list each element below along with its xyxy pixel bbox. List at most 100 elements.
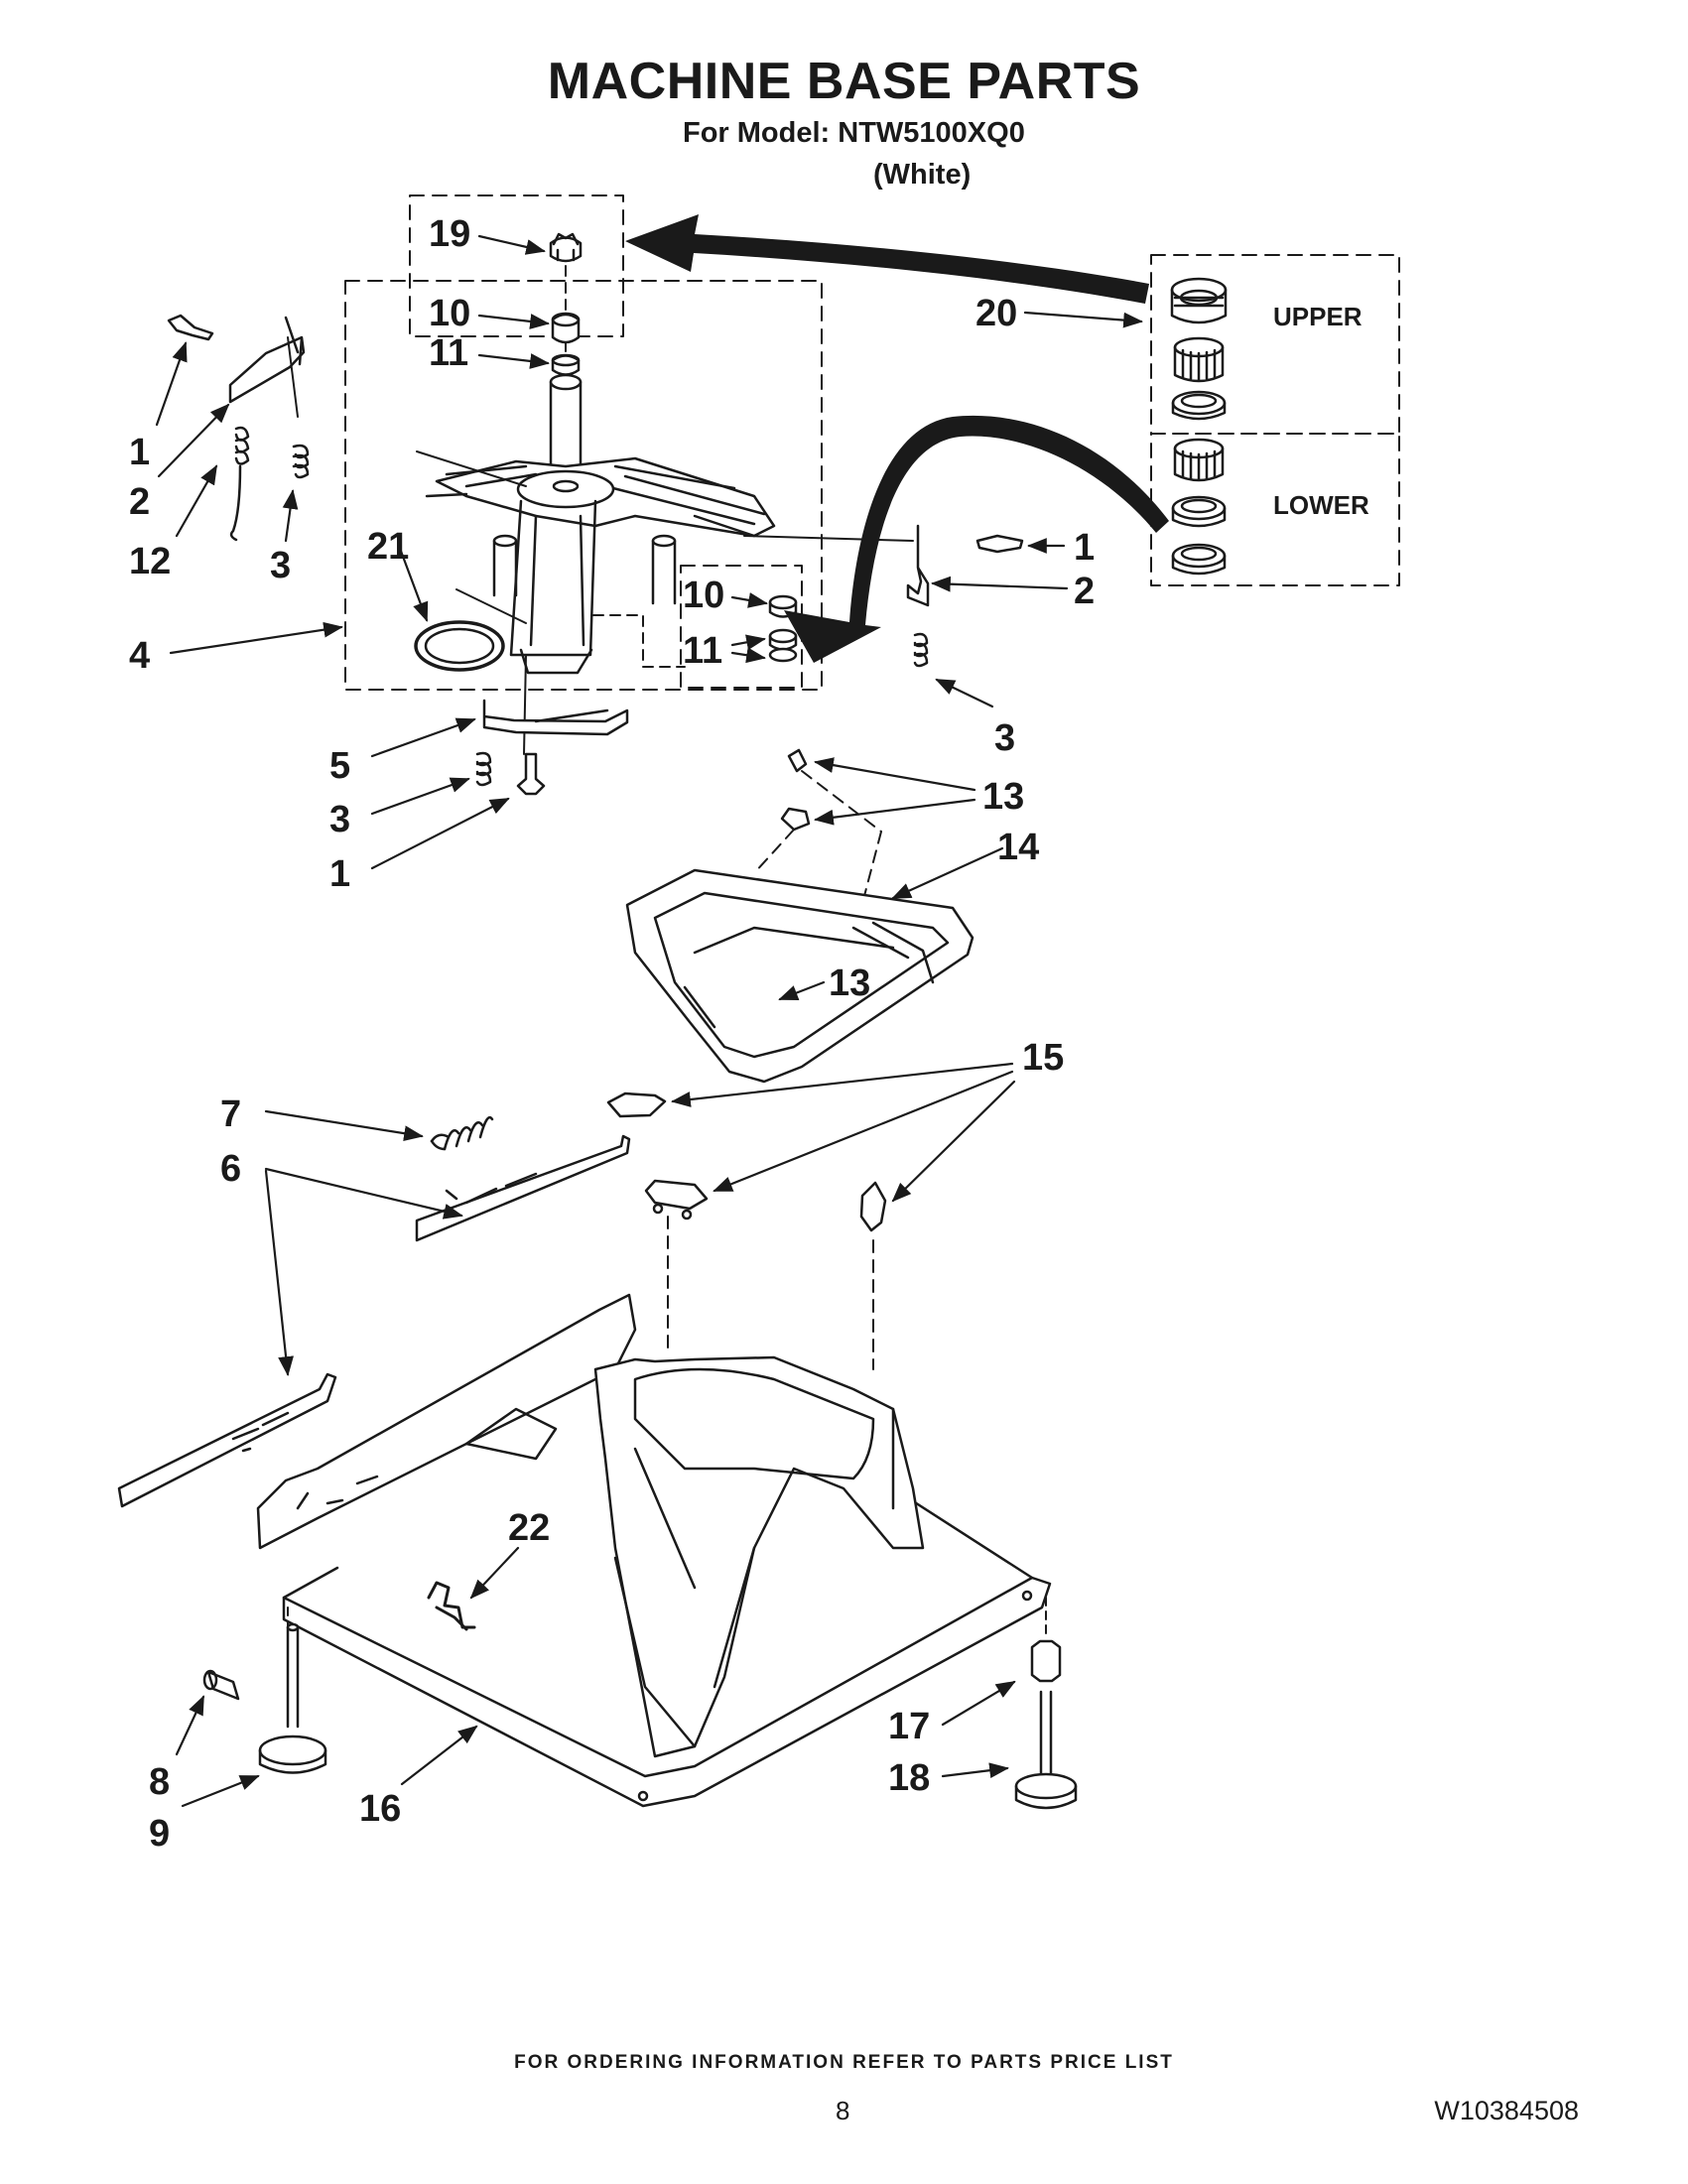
- callout-5: 5: [329, 745, 350, 787]
- part-21-seal-ring: [414, 620, 505, 672]
- leader-13-a: [814, 757, 976, 792]
- callout-19: 19: [429, 213, 470, 255]
- part-4-gearcase-assembly: [416, 373, 914, 755]
- callout-21: 21: [367, 526, 409, 568]
- leader-11-upper: [477, 353, 550, 369]
- leader-22: [469, 1546, 520, 1600]
- callout-15: 15: [1022, 1037, 1064, 1079]
- leader-6-b: [264, 1169, 294, 1376]
- part-5-bar: [482, 699, 629, 736]
- group-boxes: [344, 194, 1400, 691]
- ordering-note: FOR ORDERING INFORMATION REFER TO PARTS …: [514, 2052, 1174, 2073]
- part-3-spring-lower-left: [475, 751, 492, 787]
- box-lower-set: [1150, 433, 1400, 586]
- part-12-spring: [229, 426, 250, 542]
- leader-3-right: [935, 678, 994, 708]
- callout-17: 17: [888, 1706, 930, 1747]
- leader-7: [264, 1109, 424, 1142]
- pointer-arrows: [625, 214, 1169, 663]
- leader-lines: [155, 234, 1143, 1808]
- callout-2-right: 2: [1074, 571, 1095, 612]
- callout-4: 4: [129, 635, 150, 677]
- callout-6: 6: [220, 1148, 241, 1190]
- callout-1-lower-left: 1: [329, 853, 350, 895]
- upper-left-hardware: [167, 314, 310, 542]
- leader-21: [397, 544, 429, 622]
- callout-3-right: 3: [994, 717, 1015, 759]
- leader-9: [181, 1774, 260, 1808]
- part-10-11-lower-washers: [768, 594, 798, 663]
- leader-12: [175, 464, 218, 538]
- leader-4: [169, 621, 343, 655]
- leader-3-upper-left: [282, 489, 299, 543]
- callout-10-upper: 10: [429, 293, 470, 334]
- leader-11-lower-b: [730, 647, 766, 664]
- lower-thick-arrow: [784, 415, 1169, 663]
- callout-11-upper: 11: [429, 332, 468, 374]
- callout-16: 16: [359, 1788, 401, 1830]
- document-number: W10384508: [1434, 2096, 1579, 2125]
- leader-1-upper-left: [155, 341, 188, 427]
- leader-1-lower-left: [370, 797, 510, 870]
- callout-1-right: 1: [1074, 527, 1095, 569]
- part-18-leveling-leg: [1014, 1690, 1078, 1810]
- callout-14: 14: [997, 827, 1039, 868]
- label-upper-set: UPPER: [1273, 302, 1363, 331]
- part-22-clip: [427, 1581, 476, 1631]
- callout-13-top: 13: [982, 776, 1024, 818]
- upper-thick-arrow: [625, 214, 1149, 304]
- color-variant: (White): [873, 159, 972, 191]
- leader-15-b: [713, 1070, 1014, 1193]
- leader-13-b: [814, 798, 976, 826]
- leader-6-a: [264, 1167, 463, 1220]
- leader-15-a: [671, 1062, 1014, 1107]
- leader-3-lower-left: [370, 777, 470, 816]
- label-lower-set: LOWER: [1273, 490, 1369, 520]
- part-9-leveling-leg: [258, 1606, 327, 1774]
- box-gearcase: [344, 280, 823, 691]
- leader-19: [477, 234, 546, 255]
- part-19-cap: [549, 232, 583, 263]
- leader-15-c: [891, 1080, 1016, 1203]
- part-17-nut: [1030, 1597, 1062, 1683]
- page-number: 8: [836, 2096, 850, 2125]
- callout-7: 7: [220, 1093, 241, 1135]
- box-top-bearing: [409, 194, 624, 337]
- part-3-spring-upper-left: [292, 444, 310, 479]
- leader-11-lower-a: [730, 634, 766, 651]
- part-3-spring-right: [913, 632, 929, 668]
- right-side-hardware: [906, 524, 1024, 668]
- leader-10-upper: [477, 314, 550, 329]
- part-1-bolt-right: [975, 534, 1024, 554]
- callout-2-upper-left: 2: [129, 481, 150, 523]
- callout-12: 12: [129, 541, 171, 582]
- callout-22: 22: [508, 1507, 550, 1549]
- leader-2-right: [931, 576, 1069, 592]
- callout-9: 9: [149, 1813, 170, 1855]
- callout-10-lower: 10: [683, 575, 724, 616]
- callout-18: 18: [888, 1757, 930, 1799]
- part-15-clips: [606, 1092, 887, 1232]
- callout-labels: 19 10 11 20 1 2 12 3 21 4 1 2 10 11 3 5 …: [129, 213, 1369, 1855]
- leader-17: [941, 1680, 1016, 1727]
- part-20-bearing-lower: [1171, 438, 1227, 576]
- part-1-bolt-lower-left: [516, 752, 546, 796]
- part-8-bushing: [202, 1669, 240, 1701]
- leader-18: [941, 1762, 1009, 1779]
- part-6-rails: [117, 1134, 631, 1508]
- part-11-washer: [551, 353, 581, 376]
- leader-14: [891, 846, 1004, 900]
- part-14-frame: [625, 868, 974, 1084]
- part-7-spring: [430, 1115, 494, 1151]
- callout-13-bottom: 13: [829, 963, 870, 1004]
- callout-3-upper-left: 3: [270, 545, 291, 586]
- part-10-bushing: [551, 312, 581, 344]
- leader-16: [400, 1725, 478, 1786]
- leader-10-lower: [730, 592, 768, 608]
- leader-2-upper-left: [157, 403, 230, 478]
- part-20-bearing-upper: [1170, 277, 1228, 421]
- callout-8: 8: [149, 1761, 170, 1803]
- callout-11-lower: 11: [683, 630, 722, 672]
- leader-20: [1023, 311, 1143, 328]
